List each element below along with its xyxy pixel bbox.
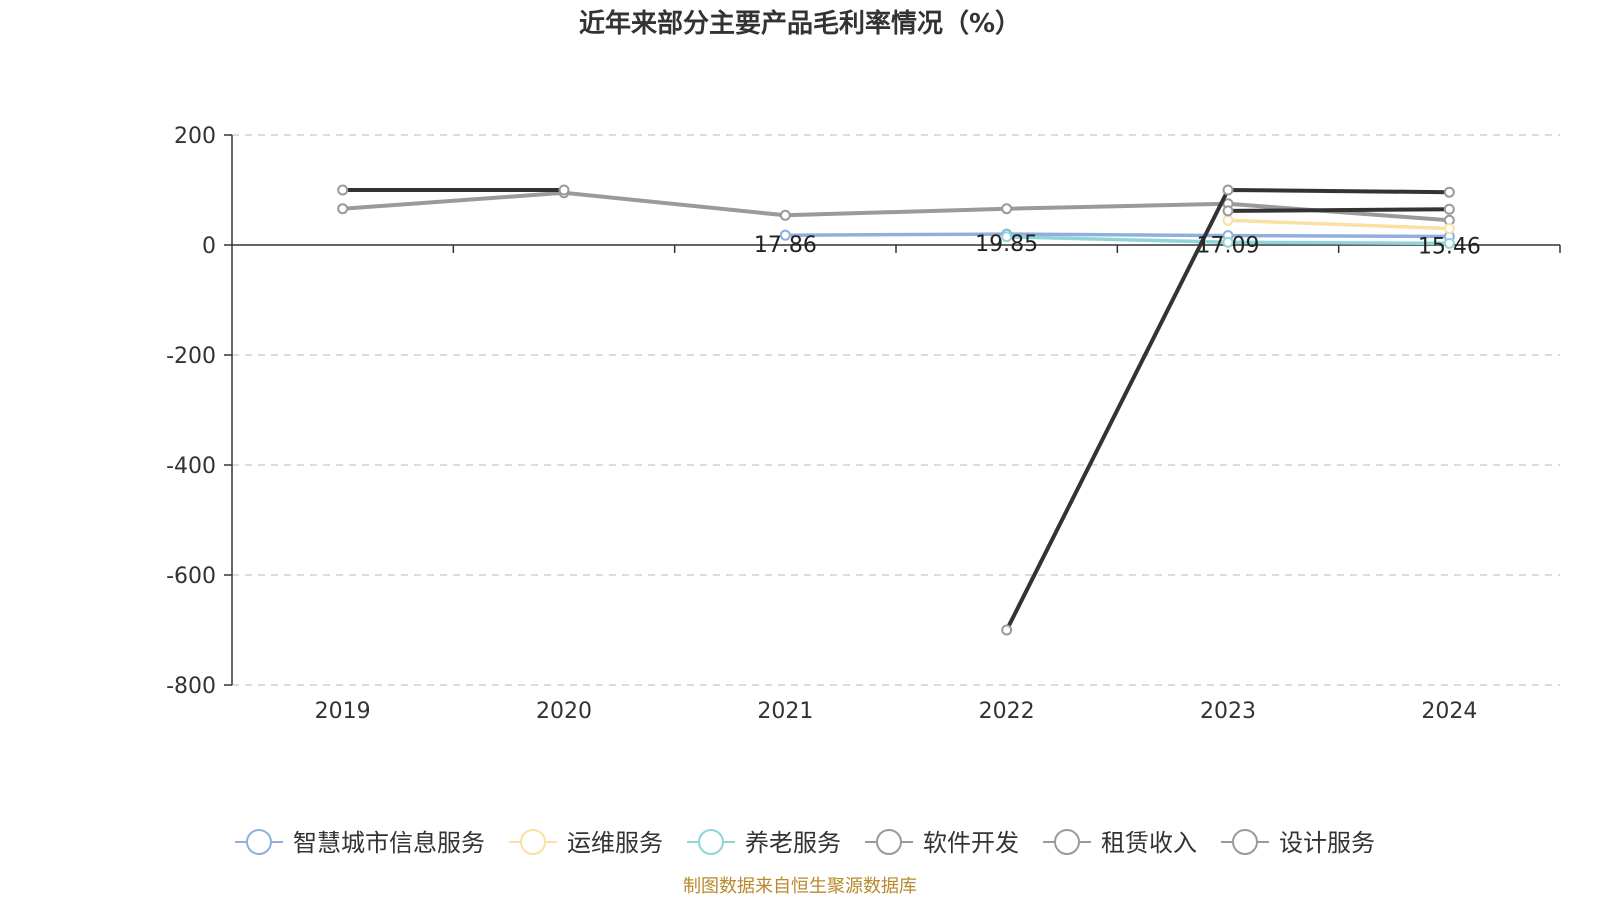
y-tick-label: -400 bbox=[166, 454, 216, 479]
chart-title: 近年来部分主要产品毛利率情况（%） bbox=[579, 8, 1021, 39]
legend-swatch-marker bbox=[520, 829, 546, 855]
data-label: 19.85 bbox=[975, 232, 1038, 257]
legend-label: 智慧城市信息服务 bbox=[293, 829, 485, 857]
legend-swatch-marker bbox=[1232, 829, 1258, 855]
y-tick-label: -200 bbox=[166, 344, 216, 369]
data-point bbox=[1222, 214, 1234, 226]
legend-label: 租赁收入 bbox=[1101, 829, 1197, 857]
data-point bbox=[1443, 237, 1455, 249]
y-tick-label: -800 bbox=[166, 674, 216, 699]
x-tick-label: 2024 bbox=[1421, 699, 1477, 724]
y-tick-label: 200 bbox=[174, 124, 216, 149]
series-line bbox=[1227, 207, 1450, 213]
data-point bbox=[779, 229, 791, 241]
data-point bbox=[337, 184, 349, 196]
data-point bbox=[1443, 186, 1455, 198]
x-tick-label: 2020 bbox=[536, 699, 592, 724]
legend-label: 运维服务 bbox=[567, 829, 663, 857]
legend-swatch-marker bbox=[698, 829, 724, 855]
data-point bbox=[1443, 203, 1455, 215]
series-line bbox=[342, 190, 1450, 223]
data-point bbox=[337, 203, 349, 215]
series-line bbox=[1227, 218, 1450, 231]
source-note: 制图数据来自恒生聚源数据库 bbox=[683, 876, 917, 897]
data-point bbox=[1001, 231, 1013, 243]
x-tick-label: 2021 bbox=[757, 699, 813, 724]
data-point bbox=[1443, 223, 1455, 234]
data-labels: 17.86 19.85 17.09 15.46 bbox=[754, 232, 1481, 259]
legend-item[interactable]: 设计服务 bbox=[1221, 829, 1375, 857]
legend-item[interactable]: 智慧城市信息服务 bbox=[235, 829, 485, 857]
legend-swatch-marker bbox=[1054, 829, 1080, 855]
y-tick-label: 0 bbox=[202, 234, 216, 259]
legend-swatch-marker bbox=[876, 829, 902, 855]
grid-lines bbox=[232, 134, 1560, 686]
legend-label: 软件开发 bbox=[923, 829, 1019, 857]
data-point bbox=[1001, 203, 1013, 215]
data-point bbox=[1222, 236, 1234, 248]
x-tick-label: 2022 bbox=[979, 699, 1035, 724]
legend-item[interactable]: 软件开发 bbox=[865, 829, 1019, 857]
data-point bbox=[1001, 624, 1013, 636]
data-label: 15.46 bbox=[1418, 234, 1481, 259]
data-label: 17.09 bbox=[1197, 234, 1260, 259]
y-tick-label: -600 bbox=[166, 564, 216, 589]
x-tick-label: 2023 bbox=[1200, 699, 1256, 724]
data-point bbox=[1222, 184, 1234, 196]
legend-item[interactable]: 运维服务 bbox=[509, 829, 663, 857]
x-tick-label: 2019 bbox=[315, 699, 371, 724]
legend-item[interactable]: 租赁收入 bbox=[1043, 829, 1197, 857]
legend: 智慧城市信息服务 运维服务 养老服务 软件开发 租赁收入 设计服务 bbox=[235, 829, 1375, 857]
legend-label: 设计服务 bbox=[1279, 829, 1375, 857]
data-label: 17.86 bbox=[754, 233, 817, 258]
series-group bbox=[337, 184, 1455, 636]
legend-label: 养老服务 bbox=[745, 829, 841, 857]
data-point bbox=[558, 184, 570, 196]
data-point bbox=[1222, 205, 1234, 217]
legend-item[interactable]: 养老服务 bbox=[687, 829, 841, 857]
legend-swatch-marker bbox=[246, 829, 272, 855]
series-line bbox=[342, 188, 1450, 631]
data-point bbox=[779, 209, 791, 221]
series-line bbox=[785, 232, 1450, 239]
axes: 200 0 -200 -400 -600 -800 2019 2020 2021 2022 2023… bbox=[166, 124, 1561, 724]
